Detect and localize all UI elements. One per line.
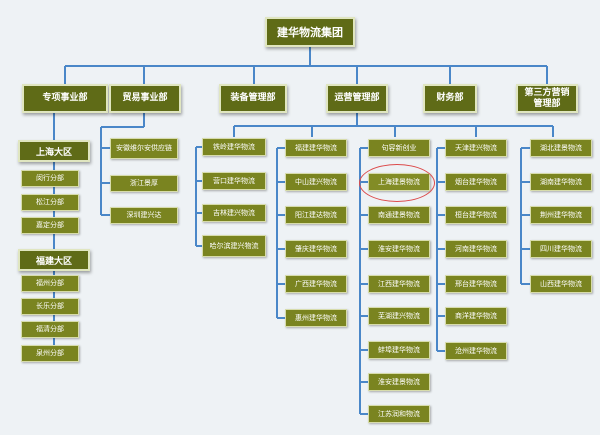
unit-ops2-0: 福建建华物流: [285, 139, 347, 157]
unit-ops3-7: 淮安建景物流: [368, 373, 430, 391]
dept-special: 专项事业部: [22, 84, 108, 113]
unit-shanghai-2: 嘉定分部: [21, 217, 79, 234]
unit-ops4-6: 沧州建华物流: [445, 342, 507, 360]
unit-ops1-2: 吉林建兴物流: [202, 204, 266, 222]
unit-ops4-5: 商洋建华物流: [445, 307, 507, 325]
unit-fujian-1: 长乐分部: [21, 298, 79, 315]
dept-operations: 运营管理部: [326, 84, 388, 113]
unit-trade-2: 深圳建兴达: [110, 207, 178, 224]
unit-ops3-2: 南通建景物流: [368, 206, 430, 224]
unit-ops4-0: 天津建兴物流: [445, 139, 507, 157]
unit-ops5-3: 四川建华物流: [530, 240, 592, 258]
unit-ops3-0: 句容新创业: [368, 139, 430, 157]
unit-ops2-1: 中山建兴物流: [285, 173, 347, 191]
unit-trade-0: 安徽维尔安供应链: [110, 138, 178, 159]
unit-ops5-0: 湖北建景物流: [530, 139, 592, 157]
unit-trade-1: 浙江景厚: [110, 175, 178, 192]
unit-ops3-3: 淮安建华物流: [368, 240, 430, 258]
highlight-ellipse: [359, 164, 435, 202]
unit-ops2-5: 惠州建华物流: [285, 309, 347, 327]
unit-shanghai-0: 闵行分部: [21, 170, 79, 187]
region-fujian: 福建大区: [18, 249, 90, 271]
dept-equipment: 装备管理部: [219, 84, 287, 113]
unit-fujian-2: 福清分部: [21, 321, 79, 338]
dept-third-party: 第三方营销管理部: [516, 84, 578, 113]
unit-ops5-2: 荆州建华物流: [530, 206, 592, 224]
unit-ops3-8: 江苏润和物流: [368, 405, 430, 423]
root-node: 建华物流集团: [265, 17, 355, 47]
unit-ops1-0: 铁岭建华物流: [202, 138, 266, 156]
region-shanghai: 上海大区: [18, 140, 90, 162]
unit-shanghai-1: 松江分部: [21, 194, 79, 211]
dept-trade: 贸易事业部: [109, 84, 181, 113]
unit-ops1-3: 哈尔滨建兴物流: [202, 235, 266, 257]
unit-ops1-1: 营口建华物流: [202, 172, 266, 190]
dept-finance: 财务部: [423, 84, 477, 113]
unit-ops2-3: 肇庆建华物流: [285, 240, 347, 258]
unit-ops4-3: 河南建华物流: [445, 240, 507, 258]
unit-ops3-5: 芜湖建兴物流: [368, 307, 430, 325]
unit-ops5-1: 湖南建华物流: [530, 173, 592, 191]
unit-fujian-3: 泉州分部: [21, 345, 79, 362]
unit-ops4-4: 邢台建华物流: [445, 275, 507, 293]
unit-ops4-1: 烟台建华物流: [445, 173, 507, 191]
unit-ops2-2: 阳江建达物流: [285, 206, 347, 224]
unit-ops5-4: 山西建华物流: [530, 275, 592, 293]
unit-ops3-6: 蚌埠建华物流: [368, 341, 430, 359]
unit-ops2-4: 广西建华物流: [285, 275, 347, 293]
unit-ops3-4: 江西建华物流: [368, 275, 430, 293]
unit-fujian-0: 福州分部: [21, 275, 79, 292]
unit-ops4-2: 桓台建华物流: [445, 206, 507, 224]
